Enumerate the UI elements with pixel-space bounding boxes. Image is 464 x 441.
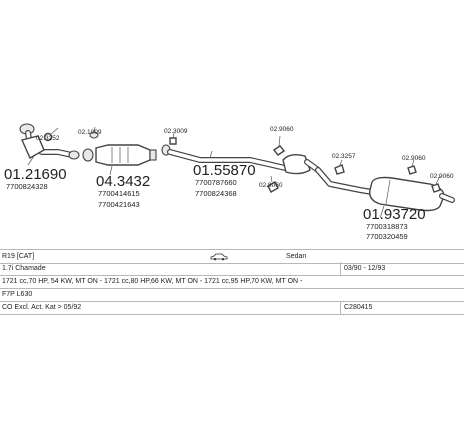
oe-ref-middle-1: 7700787660 xyxy=(195,178,237,187)
oe-ref-catalyst-2: 7700421643 xyxy=(98,200,140,209)
part-number-rear: 01.93720 xyxy=(363,206,426,223)
small-part-label: 02.3257 xyxy=(332,153,356,160)
info-row-model: R19 [CAT] Sedan xyxy=(0,249,464,264)
small-part-label: 02.1009 xyxy=(78,129,102,136)
part-number-front-pipe: 01.21690 xyxy=(4,166,67,183)
oe-ref-front-pipe: 7700824328 xyxy=(6,182,48,191)
catalytic-converter-part[interactable] xyxy=(82,126,157,176)
vehicle-info-table: R19 [CAT] Sedan 1.7i Chamade 03/90 - 12/… xyxy=(0,249,464,329)
small-part-label: 02.3252 xyxy=(36,135,60,142)
oe-ref-catalyst-1: 7700414615 xyxy=(98,189,140,198)
oe-ref-rear-1: 7700318873 xyxy=(366,222,408,231)
small-part-label: 02.9060 xyxy=(259,182,283,189)
catalogue-code: C280415 xyxy=(344,304,373,311)
gasket-icon xyxy=(43,127,59,142)
rear-silencer-part[interactable] xyxy=(315,167,455,219)
clamp-icon xyxy=(169,132,286,193)
years-label: 03/90 - 12/93 xyxy=(344,265,386,272)
info-row-variant: 1.7i Chamade 03/90 - 12/93 xyxy=(0,262,464,276)
small-part-label: 02.9060 xyxy=(270,126,294,133)
front-pipe-part[interactable] xyxy=(19,123,80,166)
info-row-engines: 1721 cc,70 HP, 54 KW, MT ON - 1721 cc,80… xyxy=(0,275,464,289)
small-part-label: 02.9060 xyxy=(402,155,426,162)
small-part-label: 02.9060 xyxy=(430,173,454,180)
model-label: R19 [CAT] xyxy=(2,253,35,260)
part-number-middle: 01.55870 xyxy=(193,162,256,179)
info-row-note: CO Excl. Act. Kat > 05/92 C280415 xyxy=(0,301,464,315)
note-label: CO Excl. Act. Kat > 05/92 xyxy=(2,304,82,311)
middle-silencer-part[interactable] xyxy=(161,144,321,175)
hanger-icon xyxy=(334,159,441,193)
engines-label: 1721 cc,70 HP, 54 KW, MT ON - 1721 cc,80… xyxy=(2,278,303,285)
part-number-catalyst: 04.3432 xyxy=(96,173,150,190)
engine-code-label: F7P L630 xyxy=(2,291,33,298)
small-part-label: 02.3009 xyxy=(164,128,188,135)
car-icon xyxy=(210,253,228,261)
body-type: Sedan xyxy=(286,253,307,260)
variant-label: 1.7i Chamade xyxy=(2,265,46,272)
info-row-engine-code: F7P L630 xyxy=(0,288,464,302)
divider xyxy=(340,301,341,314)
exhaust-system-diagram: 01.21690 7700824328 04.3432 7700414615 7… xyxy=(4,123,455,241)
oe-ref-rear-2: 7700320459 xyxy=(366,232,408,241)
oe-ref-middle-2: 7700824368 xyxy=(195,189,237,198)
divider xyxy=(340,262,341,275)
